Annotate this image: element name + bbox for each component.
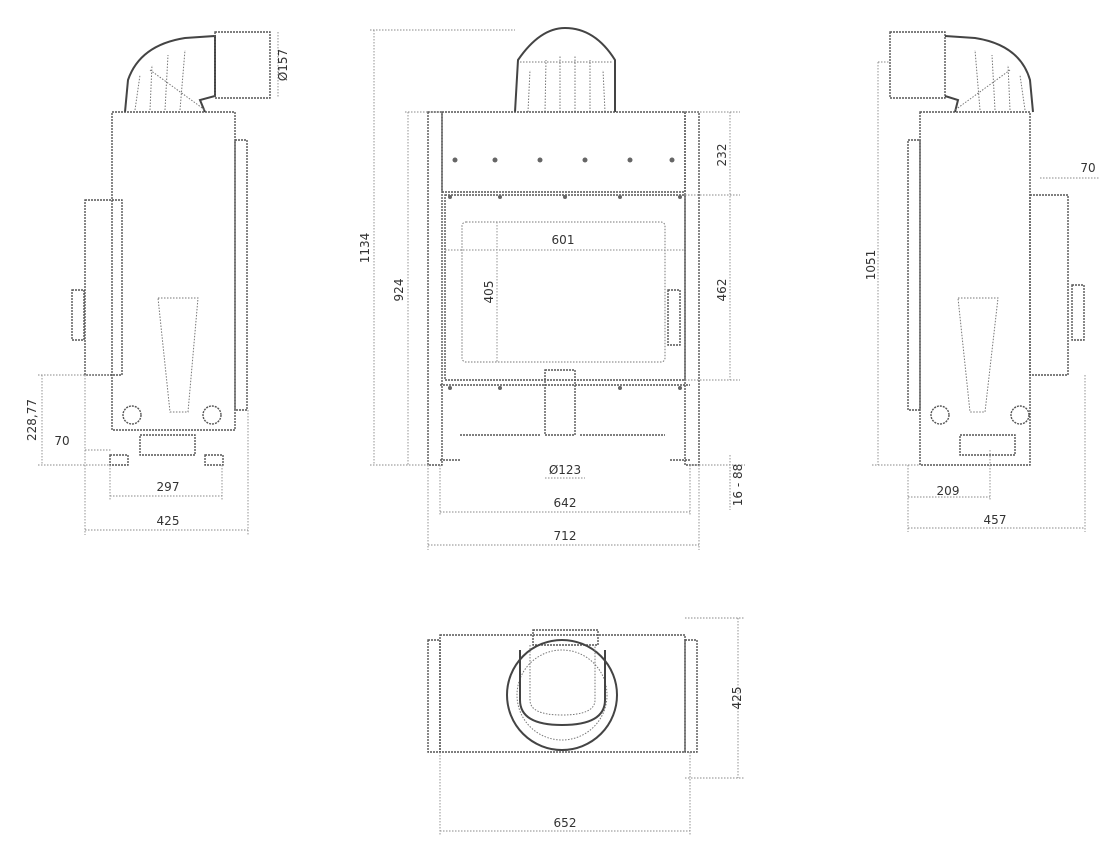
- flue-pipe: [214, 31, 271, 99]
- dim-flue-diameter: Ø157: [276, 49, 290, 81]
- dim-depth: 425: [157, 514, 180, 528]
- flue-elbow: [124, 34, 216, 113]
- glass: [461, 221, 666, 363]
- dim-body-height: 924: [392, 279, 406, 302]
- dim-glass-height: 405: [482, 281, 496, 304]
- front-view: 1134 924 232 601 405 462 Ø123 642 712 16…: [358, 26, 745, 550]
- dim-offset: 70: [54, 434, 69, 448]
- right-side-view: 1051 70 209 457: [864, 31, 1100, 532]
- flue-pipe: [889, 31, 946, 99]
- dim-inner-width: 642: [554, 496, 577, 510]
- body: [111, 111, 236, 431]
- door: [444, 194, 686, 381]
- dim-width: 652: [554, 816, 577, 830]
- dim-leg-adjust: 16 - 88: [731, 464, 745, 507]
- dim-bottom-flue: Ø123: [549, 463, 581, 477]
- dim-outer-width: 712: [554, 529, 577, 543]
- body: [439, 634, 686, 753]
- top-view: 425 652: [427, 617, 745, 835]
- flue-collar: [506, 639, 618, 751]
- dim-height: 1051: [864, 250, 878, 281]
- dim-depth: 425: [730, 687, 744, 710]
- dim-offset: 70: [1080, 161, 1095, 175]
- dim-top-panel: 232: [715, 144, 729, 167]
- dim-leg-span: 297: [157, 480, 180, 494]
- body: [919, 111, 1031, 466]
- dim-total-height: 1134: [358, 233, 372, 264]
- left-side-view: Ø157 228,77 70 297 425: [25, 31, 290, 535]
- dim-glass-width: 601: [552, 233, 575, 247]
- dim-lower-height: 228,77: [25, 399, 39, 441]
- top-panel: [441, 111, 686, 193]
- dim-flue-offset: 209: [937, 484, 960, 498]
- flue-elbow: [944, 35, 1034, 113]
- flue-dome: [514, 26, 616, 113]
- dim-depth: 457: [984, 513, 1007, 527]
- dim-door-height: 462: [715, 279, 729, 302]
